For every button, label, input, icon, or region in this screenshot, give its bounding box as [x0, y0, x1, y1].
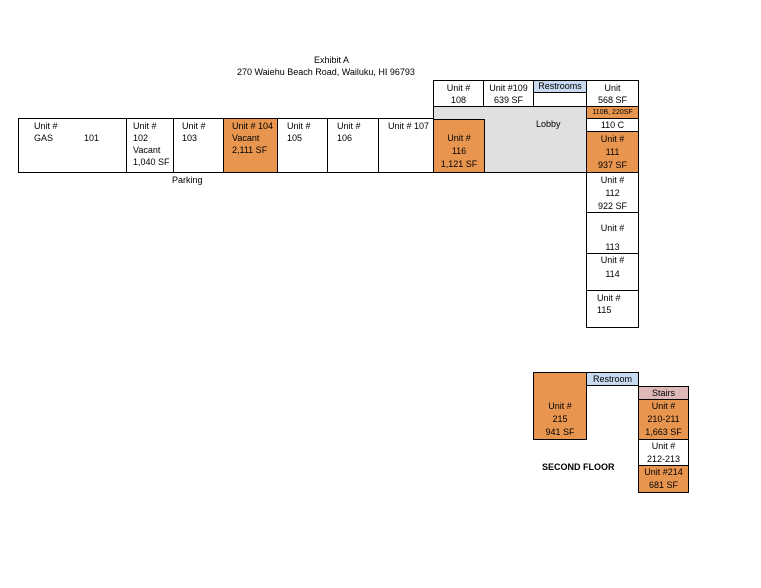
unit-116: Unit # 116 1,121 SF	[433, 119, 485, 173]
unit-215-area: 941 SF	[545, 427, 575, 437]
exhibit-title: Exhibit A	[314, 55, 350, 65]
unit-210-label: Unit #	[651, 401, 676, 411]
unit-106-number: 106	[337, 133, 353, 143]
unit-104-status: Vacant	[232, 133, 260, 143]
unit-212-213: Unit # 212-213	[638, 439, 689, 466]
unit-116-number: 116	[451, 146, 467, 156]
unit-215-number: 215	[552, 414, 568, 424]
unit-101-number: 101	[84, 133, 100, 143]
unit-214-label: Unit #214	[644, 467, 683, 477]
restroom-second-floor: Restroom	[586, 372, 639, 386]
unit-101-label: Unit #	[34, 121, 58, 131]
unit-212-label: Unit #	[651, 441, 676, 451]
unit-105-label: Unit #	[287, 121, 311, 131]
parking-label: Parking	[172, 175, 203, 185]
unit-115: Unit # 115	[586, 290, 639, 328]
unit-114: Unit # 114	[586, 253, 639, 291]
unit-103: Unit # 103	[173, 118, 224, 173]
restroom-lower-cell	[533, 92, 587, 107]
unit-215: Unit # 215 941 SF	[533, 372, 587, 440]
unit-108-label: Unit #	[446, 83, 471, 93]
unit-106: Unit # 106	[327, 118, 379, 173]
unit-114-label: Unit #	[600, 255, 625, 265]
unit-111-number: 111	[605, 147, 620, 157]
unit-102-number: 102	[133, 133, 149, 143]
stairs-label: Stairs	[651, 388, 675, 398]
unit-102: Unit # 102 Vacant 1,040 SF	[126, 118, 174, 173]
unit-102-area: 1,040 SF	[133, 157, 170, 167]
unit-568sf: Unit 568 SF	[586, 80, 639, 107]
unit-112-number: 112	[605, 188, 620, 198]
unit-108-number: 108	[450, 95, 467, 105]
unit-101-gas-label: GAS	[34, 133, 54, 143]
unit-111-label: Unit #	[600, 134, 625, 144]
unit-111: Unit # 111 937 SF	[586, 131, 639, 173]
restrooms-label: Restrooms	[538, 81, 582, 91]
unit-102-status: Vacant	[133, 145, 161, 155]
unit-215-label: Unit #	[548, 401, 572, 411]
unit-110c: 110 C	[586, 118, 639, 132]
unit-568-label: Unit	[604, 83, 621, 93]
unit-109-area: 639 SF	[493, 95, 524, 105]
unit-112: Unit # 112 922 SF	[586, 172, 639, 213]
unit-212-number: 212-213	[646, 454, 681, 464]
second-floor-label: SECOND FLOOR	[542, 462, 615, 472]
unit-109-label: Unit #109	[489, 83, 528, 93]
unit-112-area: 922 SF	[597, 201, 628, 211]
unit-214: Unit #214 681 SF	[638, 465, 689, 493]
unit-104: Unit # 104 Vacant 2,111 SF	[223, 118, 278, 173]
unit-210-area: 1,663 SF	[645, 427, 682, 437]
unit-108: Unit # 108	[433, 80, 484, 107]
unit-110b-label: 110B, 220SF	[592, 109, 633, 116]
unit-116-label: Unit #	[447, 133, 471, 143]
unit-113-number: 113	[605, 242, 620, 252]
unit-113-label: Unit #	[600, 223, 625, 233]
unit-214-area: 681 SF	[648, 480, 679, 490]
unit-210-number: 210-211	[647, 414, 680, 424]
unit-112-label: Unit #	[600, 175, 625, 185]
unit-115-number: 115	[597, 305, 612, 315]
unit-107-label: Unit # 107	[388, 121, 430, 131]
unit-210-211: Unit # 210-211 1,663 SF	[638, 399, 689, 440]
unit-114-number: 114	[605, 269, 620, 279]
unit-116-area: 1,121 SF	[440, 159, 478, 169]
unit-106-label: Unit #	[337, 121, 361, 131]
property-address: 270 Waiehu Beach Road, Wailuku, HI 96793	[237, 67, 415, 77]
unit-102-label: Unit #	[133, 121, 157, 131]
unit-109: Unit #109 639 SF	[483, 80, 534, 107]
unit-568-area: 568 SF	[597, 95, 628, 105]
unit-103-label: Unit #	[182, 121, 206, 131]
unit-111-area: 937 SF	[597, 160, 628, 170]
unit-101-gas: Unit # GAS 101	[18, 118, 127, 173]
restroom-second-floor-label: Restroom	[592, 374, 632, 384]
unit-110c-label: 110 C	[600, 120, 625, 130]
unit-113: Unit # 113	[586, 212, 639, 254]
unit-115-label: Unit #	[597, 293, 621, 303]
lobby-label: Lobby	[536, 119, 561, 129]
unit-104-area: 2,111 SF	[232, 145, 268, 155]
stairs: Stairs	[638, 386, 689, 400]
unit-104-label: Unit # 104	[232, 121, 274, 131]
unit-107: Unit # 107	[378, 118, 434, 173]
unit-105-number: 105	[287, 133, 303, 143]
unit-105: Unit # 105	[277, 118, 328, 173]
unit-103-number: 103	[182, 133, 198, 143]
